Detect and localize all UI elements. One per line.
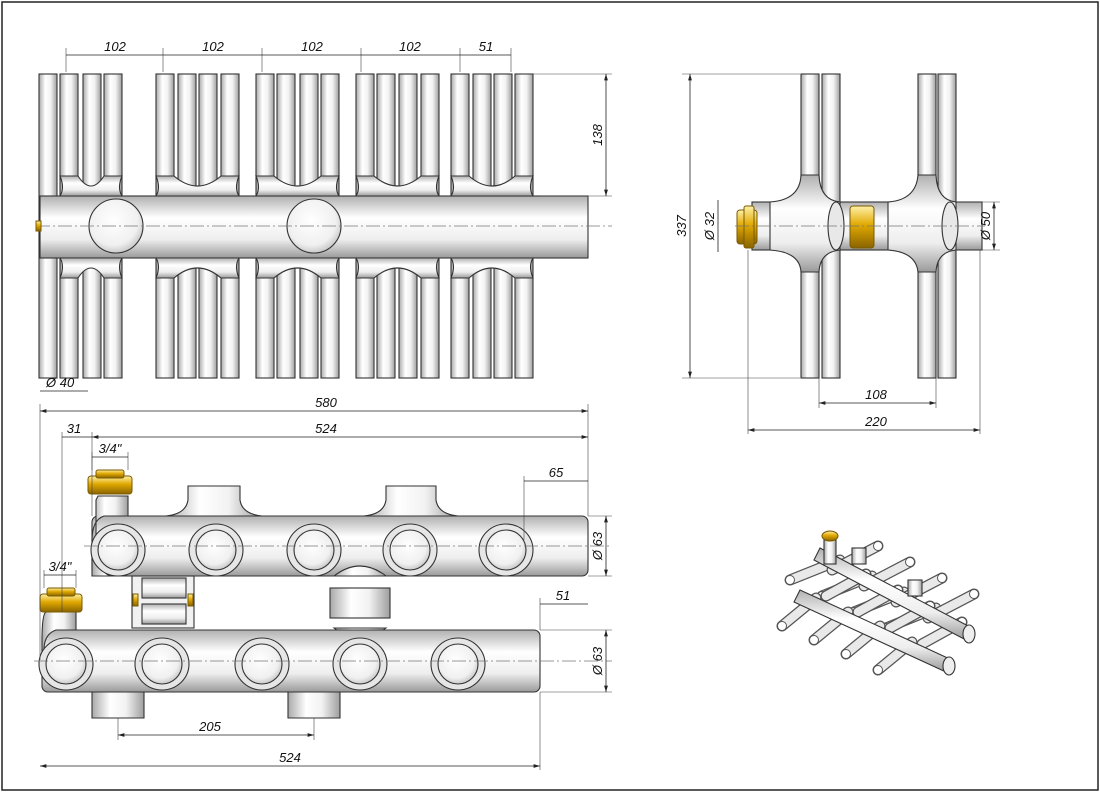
front-bottom-port-3 bbox=[241, 643, 283, 685]
top-view: 102 102 102 102 51 138 Ø 40 bbox=[35, 39, 612, 392]
top-fork-lower-4 bbox=[355, 257, 440, 279]
front-dim-51: 51 bbox=[556, 588, 570, 603]
front-dim-205: 205 bbox=[198, 719, 221, 734]
side-dim-337: 337 bbox=[674, 214, 689, 236]
front-dim-65: 65 bbox=[549, 465, 564, 480]
front-view: 580 31 524 3/4" 65 Ø 63 bbox=[34, 395, 612, 770]
top-dim-138: 138 bbox=[590, 123, 605, 145]
iso-rod-end-1 bbox=[785, 575, 795, 585]
front-dim-31: 31 bbox=[67, 421, 81, 436]
front-bottom-brass bbox=[39, 593, 83, 613]
side-dim-108: 108 bbox=[865, 387, 887, 402]
top-dim-4: 102 bbox=[399, 39, 421, 54]
iso-rod-end-10 bbox=[809, 635, 819, 645]
front-top-port-3 bbox=[293, 529, 335, 571]
iso-brass-cap bbox=[821, 530, 839, 542]
top-dim-diameter: Ø 40 bbox=[45, 375, 75, 390]
front-dim-580: 580 bbox=[315, 395, 337, 410]
side-brass-fitting-2 bbox=[849, 205, 875, 249]
side-dim-50: Ø 50 bbox=[978, 211, 993, 241]
top-dim-3: 102 bbox=[301, 39, 323, 54]
iso-rod-end-12 bbox=[873, 665, 883, 675]
front-dim-63-top: Ø 63 bbox=[590, 531, 605, 561]
front-dim-524-bottom: 524 bbox=[279, 750, 301, 765]
front-bottom-port-1 bbox=[45, 643, 87, 685]
front-top-port-2 bbox=[195, 529, 237, 571]
side-view: 337 Ø 32 Ø 50 108 220 bbox=[674, 73, 1000, 434]
top-dim-5: 51 bbox=[479, 39, 493, 54]
front-top-brass bbox=[87, 475, 133, 495]
top-fork-upper-4 bbox=[355, 175, 440, 197]
front-bottom-port-5 bbox=[437, 643, 479, 685]
iso-rod-end-8 bbox=[969, 589, 979, 599]
front-bottom-port-2 bbox=[141, 643, 183, 685]
top-fork-upper-1 bbox=[59, 175, 123, 197]
side-dims: 337 Ø 32 Ø 50 108 220 bbox=[674, 73, 1000, 434]
front-center-sleeve bbox=[329, 587, 391, 619]
front-top-port-1 bbox=[97, 529, 139, 571]
front-dims: 580 31 524 3/4" 65 Ø 63 bbox=[39, 395, 612, 770]
top-fork-lower-2 bbox=[155, 257, 240, 279]
iso-rod-end-5 bbox=[873, 541, 883, 551]
front-dim-524-top: 524 bbox=[315, 421, 337, 436]
front-dim-63-bottom: Ø 63 bbox=[590, 646, 605, 676]
isometric-view bbox=[776, 530, 980, 676]
top-fork-lower-3 bbox=[255, 257, 340, 279]
top-fork-lower-5 bbox=[450, 257, 534, 279]
front-dim-thread-bottom: 3/4" bbox=[49, 559, 73, 574]
side-dim-220: 220 bbox=[864, 414, 887, 429]
iso-rod-end-11 bbox=[841, 649, 851, 659]
top-dim-chain: 102 102 102 102 51 138 Ø 40 bbox=[40, 39, 612, 392]
iso-rod-end-6 bbox=[905, 557, 915, 567]
front-bottom-port-4 bbox=[339, 643, 381, 685]
top-fork-upper-3 bbox=[255, 175, 340, 197]
front-top-port-4 bbox=[389, 529, 431, 571]
front-top-port-5 bbox=[485, 529, 527, 571]
side-dim-32: Ø 32 bbox=[702, 211, 717, 241]
top-fork-upper-2 bbox=[155, 175, 240, 197]
top-dim-1: 102 bbox=[104, 39, 126, 54]
iso-rod-end-7 bbox=[937, 573, 947, 583]
top-dim-2: 102 bbox=[202, 39, 224, 54]
front-dim-thread-top: 3/4" bbox=[99, 441, 123, 456]
top-fork-lower-1 bbox=[59, 257, 123, 279]
top-fork-upper-5 bbox=[450, 175, 534, 197]
iso-rod-end-9 bbox=[777, 621, 787, 631]
